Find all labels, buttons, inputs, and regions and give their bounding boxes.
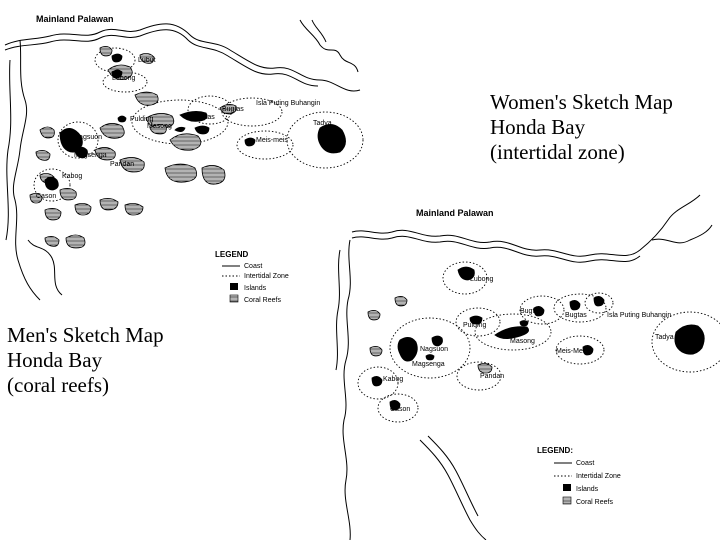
men-coastline (4, 19, 361, 301)
place-label: Masong (510, 338, 535, 345)
place-label: Meis-Meis (556, 348, 588, 355)
island-legend-swatch (230, 283, 238, 290)
men-map-title: Mainland Palawan (36, 14, 114, 24)
legend-item: Coral Reefs (576, 499, 613, 506)
women-islands (371, 266, 705, 411)
women-map-title: Mainland Palawan (416, 208, 494, 218)
caption-line: Honda Bay (7, 348, 103, 372)
place-label: Magsenga (74, 152, 107, 159)
women-place-labels: Lubong Bugtas Bugtas Isla Puting Buhangi… (383, 276, 674, 413)
place-label: Pulding (463, 322, 486, 329)
legend-item: Coast (576, 460, 594, 467)
caption-line: Honda Bay (490, 115, 586, 139)
place-label: Kabog (383, 376, 403, 383)
place-label: Nagsuon (74, 134, 102, 141)
caption-line: Women's Sketch Map (490, 90, 673, 114)
place-label: Meis-meis (256, 137, 288, 144)
legend-item: Intertidal Zone (576, 473, 621, 480)
men-legend-heading: LEGEND (215, 250, 249, 259)
island-legend-swatch (563, 484, 571, 491)
caption-line: Men's Sketch Map (7, 323, 164, 347)
place-label: Bugtas (565, 312, 587, 319)
place-label: Kabog (62, 173, 82, 180)
place-label: Isla Puting Buhangin (256, 100, 320, 107)
women-map: Mainland Palawan (335, 194, 720, 540)
place-label: Lubong (112, 75, 135, 82)
place-label: Cason (36, 193, 56, 200)
legend-item: Coral Reefs (244, 297, 281, 304)
men-legend: LEGEND Coast Intertidal Zone Islands Cor… (215, 250, 289, 304)
caption-line: (coral reefs) (7, 373, 110, 397)
caption-line: (intertidal zone) (490, 140, 625, 164)
women-map-caption: Women's Sketch Map Honda Bay (intertidal… (490, 90, 673, 165)
place-label: Bugtas (222, 106, 244, 113)
coral-legend-swatch (562, 496, 572, 505)
men-place-labels: Lubut Lubong Pulding Masong Bugtas Bugta… (36, 57, 332, 200)
place-label: Pandan (110, 161, 134, 168)
place-label: Pulding (130, 116, 153, 123)
women-intertidal-zones (357, 261, 720, 423)
place-label: Nagsuon (420, 346, 448, 353)
legend-item: Coast (244, 263, 262, 270)
coral-legend-swatch (229, 294, 239, 303)
place-label: Isla Puting Buhangin (607, 312, 671, 319)
legend-item: Islands (576, 486, 599, 493)
place-label: Lubut (138, 57, 156, 64)
men-islands (44, 53, 346, 191)
place-label: Lubong (470, 276, 493, 283)
legend-item: Islands (244, 285, 267, 292)
men-map: Mainland Palawan (4, 14, 364, 304)
place-label: Bugtas (520, 308, 542, 315)
women-coastline (335, 194, 713, 540)
place-label: Tadya (313, 120, 332, 127)
place-label: Masong (147, 123, 172, 130)
women-legend-heading: LEGEND: (537, 446, 573, 455)
men-coral-reefs (29, 46, 237, 249)
place-label: Cason (390, 406, 410, 413)
place-label: Pandan (480, 373, 504, 380)
women-legend: LEGEND: Coast Intertidal Zone Islands Co… (537, 446, 621, 506)
women-coral-reefs (367, 296, 493, 374)
place-label: Magsenga (412, 361, 445, 368)
place-label: Bugtas (193, 114, 215, 121)
men-map-caption: Men's Sketch Map Honda Bay (coral reefs) (5, 321, 170, 400)
place-label: Tadya (655, 334, 674, 341)
legend-item: Intertidal Zone (244, 273, 289, 280)
